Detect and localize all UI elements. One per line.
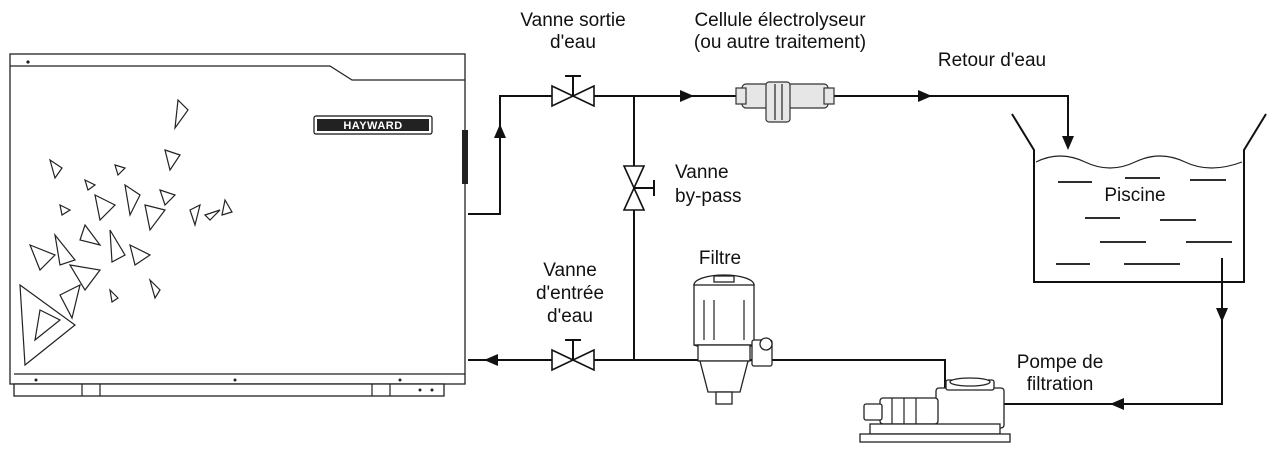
electrolyser-cell-icon <box>735 81 835 123</box>
valve-inlet-label-line2: d'entrée <box>535 283 605 304</box>
bypass-label-line1: Vanne <box>675 162 729 183</box>
arrow-right-icon <box>680 90 694 102</box>
arrow-left-icon <box>484 354 498 366</box>
valve-outlet-label-line2: d'eau <box>550 32 596 53</box>
valve-outlet-label-line1: Vanne sortie <box>520 10 626 31</box>
pump-to-filter-pipe <box>772 359 946 388</box>
brand-logo: HAYWARD <box>313 115 433 135</box>
pump-label-line1: Pompe de <box>1016 352 1104 373</box>
cell-label-line1: Cellule électrolyseur <box>694 10 866 31</box>
outlet-pipe <box>468 95 1069 215</box>
valve-bypass <box>622 165 655 211</box>
bypass-label-line2: by-pass <box>675 186 742 207</box>
pump-label-line2: filtration <box>1026 374 1094 395</box>
pool-basin-icon <box>1011 113 1267 283</box>
decorative-shard-pattern <box>19 98 233 367</box>
heat-pump-unit: HAYWARD <box>9 53 468 397</box>
sand-filter-icon <box>693 274 773 405</box>
pool-water-surface <box>1035 155 1243 169</box>
cell-label-line2: (ou autre traitement) <box>693 32 867 53</box>
arrow-right-icon <box>918 90 932 102</box>
filtration-pump-icon <box>859 377 1011 443</box>
filter-label: Filtre <box>698 248 742 269</box>
heat-pump-body <box>9 53 466 385</box>
flow-arrows <box>484 90 1228 410</box>
arrow-up-icon <box>494 124 506 138</box>
pool-label: Piscine <box>1104 185 1166 206</box>
valve-outlet <box>551 75 595 108</box>
arrow-down-icon <box>1062 136 1074 150</box>
heat-pump-top-trim <box>10 65 465 81</box>
pool-to-pump-pipe <box>1002 258 1223 405</box>
heat-pump-base <box>13 383 445 397</box>
arrow-down-icon <box>1216 308 1228 322</box>
brand-logo-text: HAYWARD <box>343 120 402 132</box>
heat-pump-connector <box>462 130 468 184</box>
valve-inlet-label-line1: Vanne <box>543 260 597 281</box>
pool-basin <box>1011 113 1267 283</box>
water-return-label: Retour d'eau <box>937 50 1047 71</box>
arrow-left-icon <box>1110 398 1124 410</box>
valve-inlet <box>551 339 595 372</box>
valve-inlet-label-line3: d'eau <box>547 306 593 327</box>
